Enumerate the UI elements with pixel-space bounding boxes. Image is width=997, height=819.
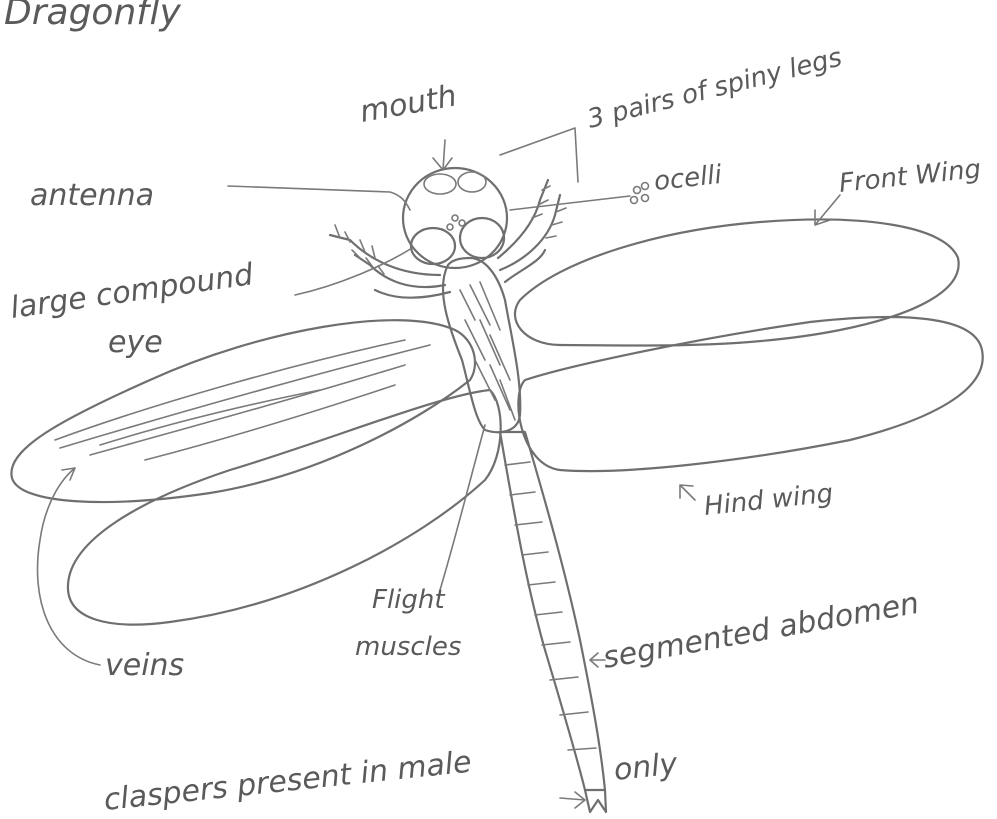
label-ocelli: ocelli (653, 160, 724, 197)
ocelli-symbol (631, 183, 649, 204)
flight-muscles-leader (440, 425, 485, 590)
label-claspers: claspers present in male (102, 745, 473, 818)
head-top-right (458, 172, 486, 192)
label-abdomen: segmented abdomen (600, 586, 921, 676)
legs-left (330, 225, 450, 298)
antenna-leader (228, 186, 410, 210)
label-legs: 3 pairs of spiny legs (584, 43, 844, 135)
label-flight-1: Flight (372, 585, 445, 615)
ocelli-leader (510, 196, 630, 210)
hind-wing-arrow (680, 485, 695, 500)
compound-eye-leader (295, 248, 412, 295)
right-front-wing (515, 220, 959, 346)
label-veins: veins (105, 648, 184, 683)
label-front-wing: Front Wing (838, 154, 983, 199)
compound-eye-right (460, 218, 504, 258)
ocelli-dot (452, 215, 458, 221)
label-compound-eye-2: eye (108, 325, 163, 360)
label-compound-eye-1: large compound (8, 257, 256, 326)
diagram-title: Dragonfly (4, 0, 182, 33)
claspers (585, 790, 606, 812)
thorax-texture (460, 282, 515, 420)
claspers-arrow (560, 792, 585, 808)
head (403, 168, 507, 268)
ocelli-dot (447, 224, 453, 230)
label-hind-wing: Hind wing (703, 479, 835, 522)
head-top-left (424, 174, 456, 194)
right-hind-wing (518, 317, 982, 471)
abdomen-segments (505, 462, 596, 750)
label-mouth: mouth (357, 79, 459, 130)
abdomen (500, 432, 605, 790)
mouth-arrow (433, 140, 452, 170)
label-claspers-only: only (612, 746, 680, 788)
label-antenna: antenna (30, 178, 154, 213)
label-flight-2: muscles (355, 632, 461, 662)
ocelli-dot (459, 220, 465, 226)
legs-bracket (500, 128, 578, 182)
compound-eye-left (411, 228, 455, 264)
legs-right (498, 180, 566, 282)
